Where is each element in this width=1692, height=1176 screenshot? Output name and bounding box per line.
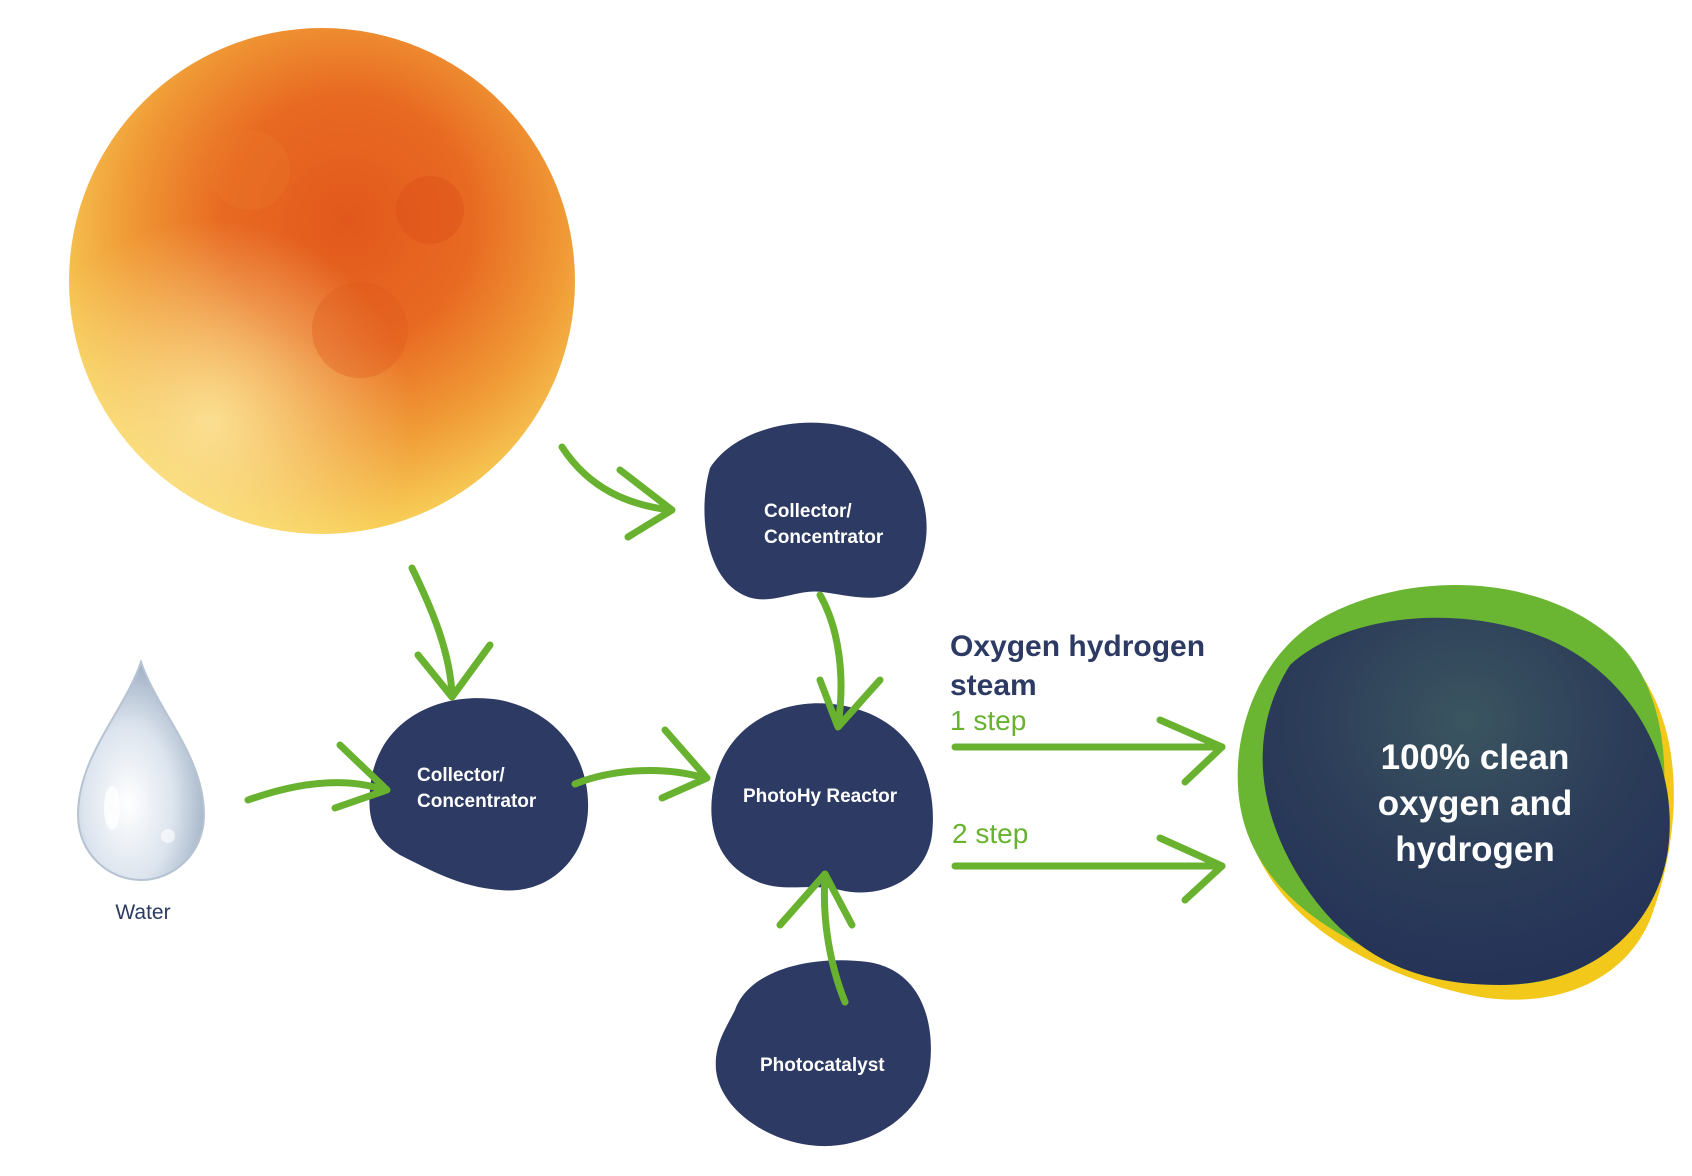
collector-top-label-2: Concentrator bbox=[764, 527, 884, 548]
arrow-step-2 bbox=[951, 834, 1226, 904]
result-label-3: hydrogen bbox=[1395, 830, 1554, 869]
collector-concentrator-left-node: Collector/ Concentrator bbox=[369, 698, 589, 891]
arrow-collector-left-to-reactor bbox=[571, 726, 711, 802]
step-2-label: 2 step bbox=[952, 818, 1028, 849]
photohy-reactor-node: PhotoHy Reactor bbox=[711, 703, 933, 893]
photocatalyst-node: Photocatalyst bbox=[715, 960, 931, 1147]
step-1-label: 1 step bbox=[950, 705, 1026, 736]
result-label-1: 100% clean bbox=[1381, 738, 1570, 777]
collector-left-label-1: Collector/ bbox=[417, 765, 505, 786]
collector-concentrator-top-node: Collector/ Concentrator bbox=[704, 422, 927, 600]
arrow-step-1 bbox=[951, 716, 1226, 786]
output-heading-line-2: steam bbox=[950, 669, 1037, 702]
arrow-water-to-collector-left bbox=[244, 741, 391, 812]
output-heading-line-1: Oxygen hydrogen bbox=[950, 630, 1205, 663]
photocatalyst-label: Photocatalyst bbox=[760, 1055, 885, 1076]
arrow-sun-to-collector-top bbox=[558, 443, 676, 541]
collector-top-label-1: Collector/ bbox=[764, 501, 852, 522]
result-label-2: oxygen and bbox=[1378, 784, 1572, 823]
water-label: Water bbox=[115, 901, 170, 924]
water-drop-icon bbox=[76, 658, 206, 882]
arrow-sun-to-collector-left bbox=[408, 564, 494, 701]
sun-illustration bbox=[69, 28, 575, 534]
photohy-reactor-label: PhotoHy Reactor bbox=[743, 786, 898, 807]
result-node: 100% clean oxygen and hydrogen bbox=[1237, 585, 1674, 1000]
collector-left-label-2: Concentrator bbox=[417, 791, 537, 812]
arrow-photocatalyst-to-reactor bbox=[776, 870, 856, 1006]
arrow-collector-top-to-reactor bbox=[816, 591, 884, 731]
